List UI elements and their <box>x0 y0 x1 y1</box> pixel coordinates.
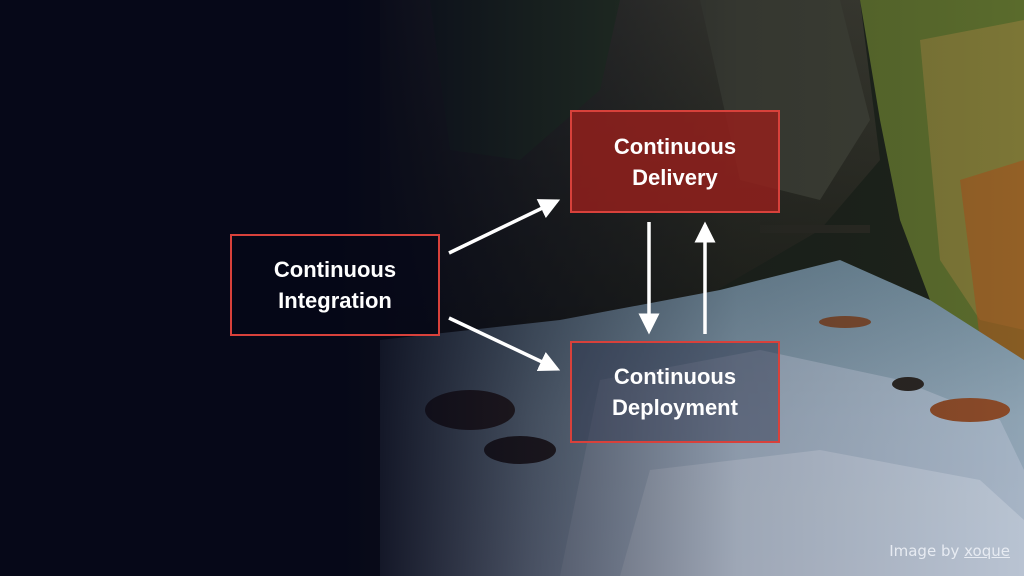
node-label-line: Delivery <box>632 164 718 190</box>
arrow-ci-to-deployment <box>448 316 561 372</box>
node-continuous-deployment: Continuous Deployment <box>570 341 780 443</box>
credit-author-link[interactable]: xoque <box>964 542 1010 560</box>
credit-prefix: Image by <box>889 542 960 560</box>
node-label: Continuous Delivery <box>614 131 736 193</box>
arrow-ci-to-delivery <box>448 199 561 255</box>
node-continuous-integration: Continuous Integration <box>230 234 440 336</box>
image-credit: Image by xoque <box>889 542 1010 560</box>
node-label-line: Integration <box>278 288 392 313</box>
node-label-line: Continuous <box>273 257 397 282</box>
node-continuous-delivery: Continuous Delivery <box>570 110 780 213</box>
node-label-line: Continuous <box>613 364 737 389</box>
node-label: Continuous Integration <box>274 254 396 316</box>
node-label-line: Continuous <box>613 133 737 159</box>
node-label: Continuous Deployment <box>612 361 738 423</box>
node-label-line: Deployment <box>612 395 738 420</box>
